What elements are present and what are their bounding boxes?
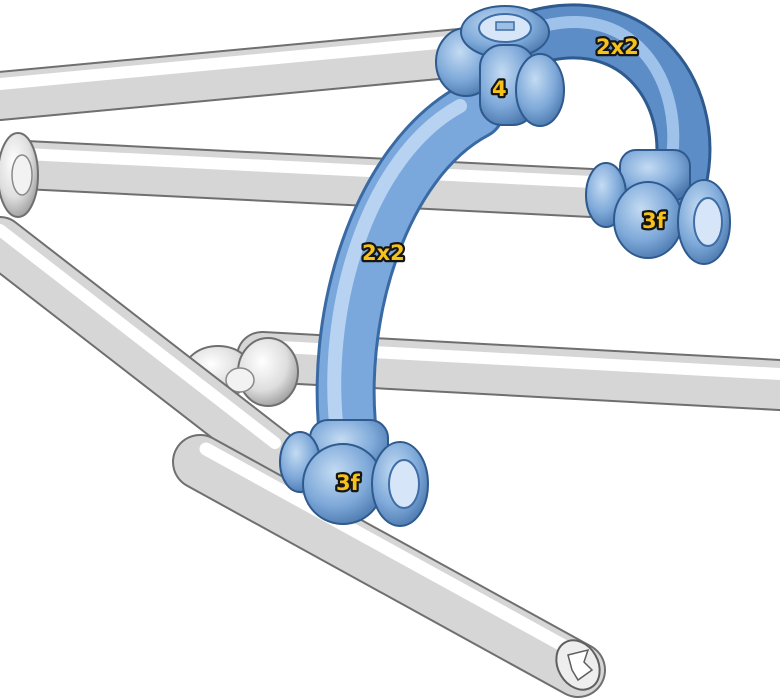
label-bottom-connector: 3f <box>336 471 361 495</box>
label-top-arch: 2x2 <box>596 35 639 59</box>
grey-connector-left <box>0 132 39 218</box>
blue-arch-front <box>315 80 505 480</box>
blue-connector-top <box>435 5 565 127</box>
grey-tube-left-long <box>0 216 301 481</box>
grey-tube-top <box>0 27 495 121</box>
grey-tube-end-cap <box>555 639 601 691</box>
blue-connector-bottom <box>279 419 429 527</box>
label-front-arch: 2x2 <box>362 241 405 265</box>
grey-tube-diagonal <box>172 434 606 698</box>
label-right-connector: 3f <box>642 209 667 233</box>
blue-connector-right <box>585 149 731 265</box>
grey-tube-middle <box>0 140 637 219</box>
label-top-connector: 4 <box>492 77 507 101</box>
blue-arch-rear <box>492 3 712 208</box>
